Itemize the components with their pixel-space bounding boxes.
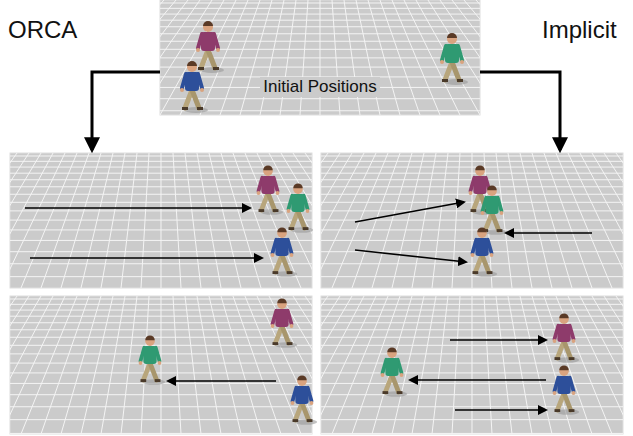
walking-person	[381, 347, 408, 396]
walking-person	[291, 375, 318, 424]
walking-person	[139, 335, 166, 384]
floor-grid	[0, 296, 633, 434]
motion-arrow	[410, 379, 546, 381]
walking-person	[440, 33, 468, 85]
walking-person	[257, 165, 284, 214]
motion-arrow	[355, 250, 466, 262]
method-label: ORCA	[8, 16, 77, 45]
branch-arrow	[480, 72, 560, 150]
panel-caption: Initial Positions	[260, 77, 379, 97]
walking-person	[553, 313, 580, 362]
motion-arrow	[25, 207, 250, 209]
walking-person	[553, 365, 580, 414]
floor-grid	[0, 153, 633, 288]
scene-panel: Initial Positions	[160, 0, 480, 115]
motion-arrow	[450, 339, 546, 341]
motion-arrow	[506, 232, 592, 234]
floor-grid	[0, 153, 633, 288]
walking-person	[287, 183, 314, 232]
method-label: Implicit	[542, 16, 617, 45]
walking-person	[271, 227, 298, 276]
branch-arrow	[92, 72, 160, 150]
walking-person	[481, 185, 508, 234]
floor-grid	[0, 0, 633, 115]
walking-person	[471, 227, 498, 276]
motion-arrow	[355, 202, 464, 222]
walking-person	[180, 61, 208, 113]
motion-arrow	[168, 380, 276, 382]
motion-arrow	[30, 257, 262, 259]
motion-arrow	[455, 409, 546, 411]
walking-person	[196, 21, 224, 73]
walking-person	[271, 298, 298, 347]
floor-grid	[0, 296, 633, 434]
